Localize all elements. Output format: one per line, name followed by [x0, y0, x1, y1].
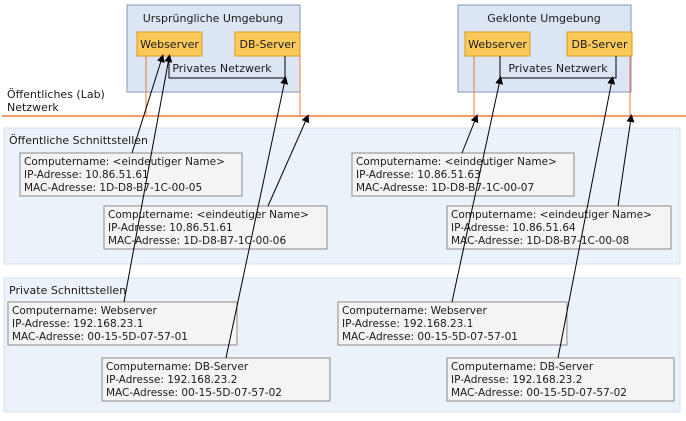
cloned-private-network-label: Privates Netzwerk [508, 62, 608, 75]
lab-network-label-line2: Netzwerk [7, 101, 59, 114]
card-ip: IP-Adresse: 10.86.51.63 [356, 169, 481, 181]
card-ip: IP-Adresse: 192.168.23.1 [342, 318, 473, 330]
card-clone-pub-web: Computername: <eindeutiger Name> IP-Adre… [351, 152, 575, 197]
card-clone-priv-db: Computername: DB-Server IP-Adresse: 192.… [446, 357, 675, 402]
card-computer-name: Computername: Webserver [342, 305, 487, 317]
card-mac: MAC-Adresse: 1D-D8-B7-1C-00-07 [356, 182, 534, 194]
card-mac: MAC-Adresse: 1D-D8-B7-1C-00-08 [451, 235, 629, 247]
cloned-webserver-box [464, 31, 531, 57]
original-webserver-box [136, 31, 203, 57]
arrow-orig-pub-web [131, 54, 165, 154]
card-computer-name: Computername: <eindeutiger Name> [108, 209, 309, 221]
card-orig-priv-db: Computername: DB-Server IP-Adresse: 192.… [101, 357, 331, 402]
card-ip: IP-Adresse: 192.168.23.1 [12, 318, 143, 330]
cloned-private-network-line [499, 56, 617, 79]
arrow-orig-priv-db [225, 76, 289, 359]
cloned-webserver-label: Webserver [468, 38, 527, 51]
arrow-clone-priv-db [557, 76, 616, 359]
lab-network-label-line1: Öffentliches (Lab) [7, 88, 105, 101]
public-section-title: Öffentliche Schnittstellen [9, 134, 148, 147]
card-computer-name: Computername: DB-Server [106, 361, 249, 373]
arrow-clone-pub-db [617, 114, 635, 207]
arrow-clone-pub-web [461, 114, 479, 154]
card-ip: IP-Adresse: 10.86.51.64 [451, 222, 576, 234]
cloned-dbserver-label: DB-Server [571, 38, 628, 51]
original-dbserver-box [234, 31, 301, 57]
cloned-dbserver-box [566, 31, 633, 57]
card-computer-name: Computername: <eindeutiger Name> [24, 156, 225, 168]
card-mac: MAC-Adresse: 1D-D8-B7-1C-00-06 [108, 235, 286, 247]
original-dbserver-label: DB-Server [239, 38, 296, 51]
card-clone-priv-web: Computername: Webserver IP-Adresse: 192.… [337, 301, 568, 346]
card-ip: IP-Adresse: 192.168.23.2 [451, 374, 582, 386]
card-orig-priv-web: Computername: Webserver IP-Adresse: 192.… [7, 301, 238, 346]
card-ip: IP-Adresse: 10.86.51.61 [24, 169, 149, 181]
card-ip: IP-Adresse: 192.168.23.2 [106, 374, 237, 386]
cloned-env-title: Geklonte Umgebung [487, 12, 600, 25]
original-private-network-label: Privates Netzwerk [172, 62, 272, 75]
arrow-orig-priv-web [123, 54, 173, 303]
original-environment: Ursprüngliche Umgebung Webserver DB-Serv… [126, 4, 301, 93]
original-private-network-line [168, 56, 286, 79]
card-mac: MAC-Adresse: 00-15-5D-07-57-01 [12, 331, 188, 343]
arrow-clone-priv-web [451, 76, 504, 303]
card-orig-pub-web: Computername: <eindeutiger Name> IP-Adre… [19, 152, 243, 197]
card-computer-name: Computername: <eindeutiger Name> [356, 156, 557, 168]
private-section-title: Private Schnittstellen [9, 284, 126, 297]
original-env-title: Ursprüngliche Umgebung [143, 12, 284, 25]
card-computer-name: Computername: Webserver [12, 305, 157, 317]
card-mac: MAC-Adresse: 00-15-5D-07-57-02 [451, 387, 627, 399]
card-computer-name: Computername: <eindeutiger Name> [451, 209, 652, 221]
card-mac: MAC-Adresse: 00-15-5D-07-57-02 [106, 387, 282, 399]
card-computer-name: Computername: DB-Server [451, 361, 594, 373]
card-orig-pub-db: Computername: <eindeutiger Name> IP-Adre… [103, 205, 328, 250]
card-ip: IP-Adresse: 10.86.51.61 [108, 222, 233, 234]
original-webserver-label: Webserver [140, 38, 199, 51]
card-mac: MAC-Adresse: 00-15-5D-07-57-01 [342, 331, 518, 343]
card-clone-pub-db: Computername: <eindeutiger Name> IP-Adre… [446, 205, 672, 250]
arrow-orig-pub-db [267, 114, 310, 207]
card-mac: MAC-Adresse: 1D-D8-B7-1C-00-05 [24, 182, 202, 194]
cloned-environment: Geklonte Umgebung Webserver DB-Server Pr… [457, 4, 633, 93]
